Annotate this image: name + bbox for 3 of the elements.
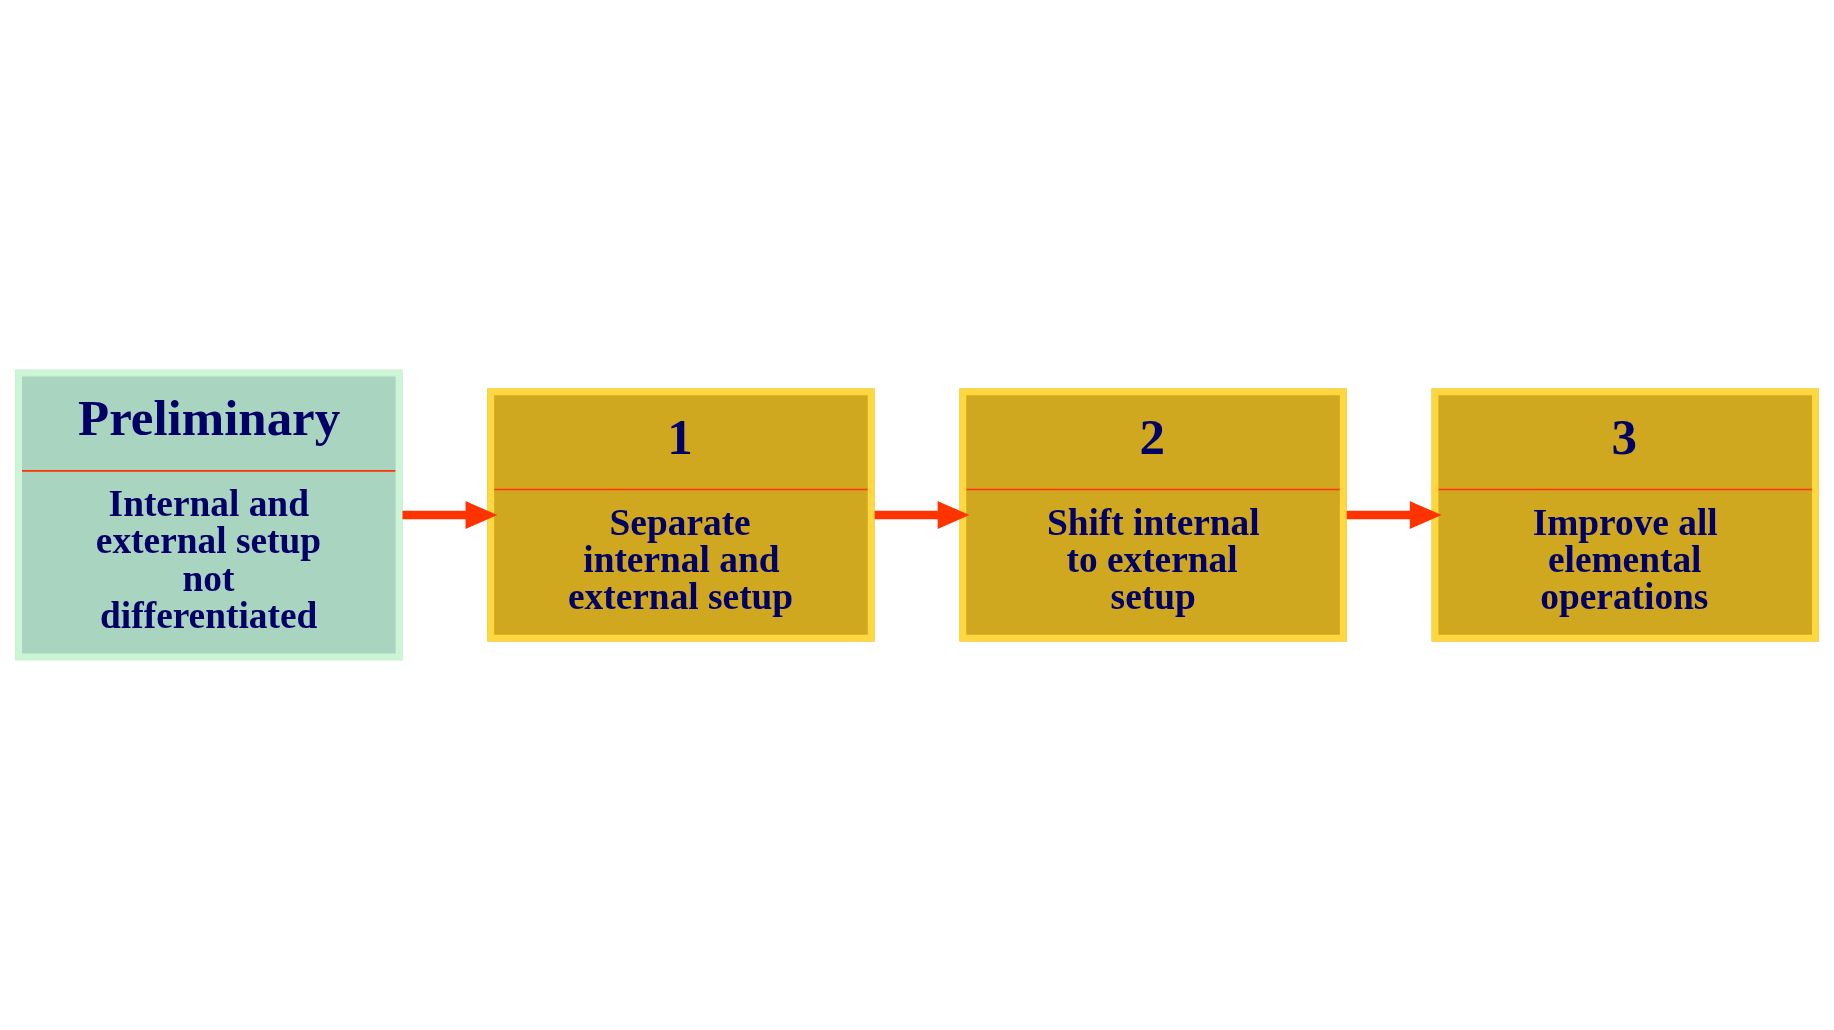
arrow — [1346, 501, 1442, 529]
arrow — [402, 501, 498, 529]
arrow — [874, 501, 970, 529]
